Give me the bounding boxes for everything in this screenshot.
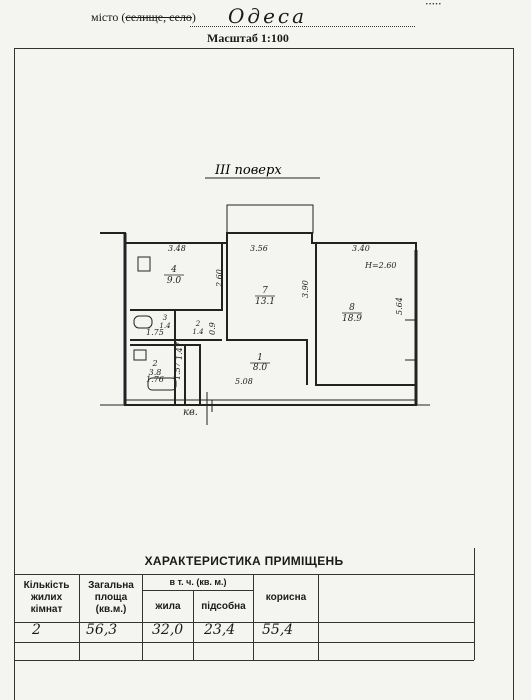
room-8-area: 18.9 bbox=[342, 314, 362, 324]
col-useful-header: корисна bbox=[254, 574, 319, 623]
dim-room4-depth: 2.60 bbox=[215, 269, 224, 288]
room-2-area: 3.8 bbox=[149, 368, 162, 377]
room-1-area: 8.0 bbox=[253, 363, 268, 373]
dim-wc-width: 1.75 bbox=[146, 328, 164, 337]
city-label: місто (селище, село) bbox=[91, 10, 196, 24]
value-useful: 55,4 bbox=[262, 622, 294, 638]
col-living-header: жилa bbox=[143, 591, 194, 623]
dim-corridor-depth: 1.47 bbox=[175, 341, 184, 360]
col-aux-header: підсобна bbox=[194, 591, 254, 623]
dim-room4-width: 3.48 bbox=[168, 244, 186, 253]
rooms-characteristics-table: ХАРАКТЕРИСТИКА ПРИМІЩЕНЬ Кількість жилих… bbox=[14, 548, 514, 700]
dim-bath-width: 1.76 bbox=[146, 375, 164, 384]
city-underline bbox=[190, 26, 415, 27]
frame-top bbox=[14, 48, 514, 49]
frame-left bbox=[14, 48, 15, 700]
dim-hall-depth: 1.57 bbox=[173, 361, 182, 380]
room-7-area: 13.1 bbox=[255, 297, 275, 307]
table-title: ХАРАКТЕРИСТИКА ПРИМІЩЕНЬ bbox=[14, 548, 474, 575]
room-1-number: 1 bbox=[257, 353, 263, 363]
dim-room7-width: 3.56 bbox=[250, 244, 268, 253]
col-incl-header: в т. ч. (кв. м.) bbox=[143, 574, 254, 591]
dim-room8-width: 3.40 bbox=[352, 244, 370, 253]
dim-room8-depth: 5.64 bbox=[395, 297, 404, 315]
room-8-number: 8 bbox=[349, 303, 355, 313]
floor-plan: III поверх 3.48 3.56 3.40 H=2.60 2.60 3.… bbox=[100, 163, 430, 425]
room-4-number: 4 bbox=[170, 265, 177, 275]
room-7-number: 7 bbox=[262, 286, 268, 296]
col-total-header: Загальна площа (кв.м.) bbox=[80, 574, 143, 623]
frame-right bbox=[513, 48, 514, 700]
scale-label: Масштаб 1:100 bbox=[207, 31, 289, 45]
room-2-number: 2 bbox=[151, 359, 157, 368]
floor-label: III поверх bbox=[214, 163, 282, 178]
header-cut-right: ····· bbox=[425, 0, 442, 11]
dim-hall-width: 5.08 bbox=[235, 377, 253, 386]
height-label: H=2.60 bbox=[364, 261, 397, 270]
dim-closet-depth: 0.9 bbox=[208, 322, 217, 335]
value-aux: 23,4 bbox=[204, 622, 236, 638]
value-total: 56,3 bbox=[86, 622, 118, 638]
room-3-area: 1.4 bbox=[159, 322, 170, 330]
col-rooms-header: Кількість жилих кімнат bbox=[14, 574, 80, 623]
room-2b-number: 2 bbox=[195, 320, 201, 328]
room-4-area: 9.0 bbox=[167, 276, 182, 286]
city-value: Одеса bbox=[228, 4, 308, 28]
entrance-label: кв. bbox=[183, 407, 198, 418]
value-rooms: 2 bbox=[32, 622, 41, 638]
dim-room7-depth: 3.90 bbox=[301, 280, 310, 298]
header-cut-text: ········································… bbox=[70, 0, 381, 5]
room-3-number: 3 bbox=[163, 314, 168, 322]
room-2b-area: 1.4 bbox=[192, 328, 203, 336]
value-living: 32,0 bbox=[152, 622, 184, 638]
